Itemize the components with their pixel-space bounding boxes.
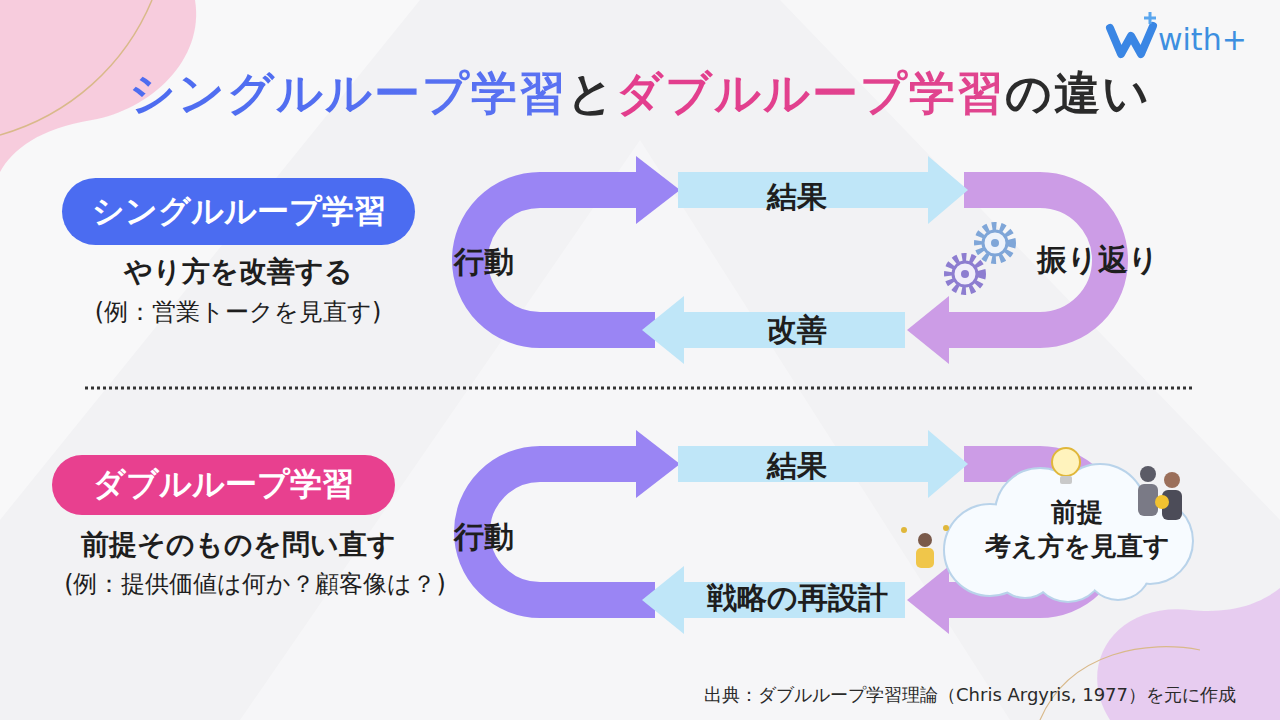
gear-icon (948, 257, 982, 291)
node-text: シングルループ学習 (92, 191, 386, 233)
arrow-head (907, 566, 949, 634)
title: シングルループ学習とダブルループ学習の違い (129, 60, 1151, 126)
single-loop-pill: シングルループ学習 (62, 178, 415, 245)
arrow-head (907, 296, 949, 364)
arrow-head (928, 430, 968, 498)
logo-text: with+ (1158, 19, 1248, 61)
lightbulb-icon (1060, 476, 1072, 484)
description: やり方を改善する (68, 252, 408, 291)
example-note: (例：営業トークを見直す) (48, 296, 428, 330)
person-icon (918, 533, 932, 547)
gear-icon (961, 270, 969, 278)
arrow-head (636, 430, 680, 498)
loop-step: 結果 (737, 176, 857, 218)
double-loop-pill: ダブルループ学習 (52, 455, 395, 515)
idea-dot (943, 525, 949, 531)
loop-step: 振り返り (1023, 239, 1173, 281)
loop-step: 行動 (439, 241, 529, 283)
dotted-divider (85, 387, 1195, 390)
gear-icon (991, 239, 999, 247)
loop-step: 行動 (439, 516, 529, 558)
lightbulb-icon (1052, 448, 1080, 476)
title-wrap: シングルループ学習とダブルループ学習の違い (0, 60, 1280, 126)
arrow-head (642, 296, 684, 364)
gear-icon (983, 231, 1007, 255)
loop-step: 改善 (737, 309, 857, 351)
person-icon (1164, 472, 1180, 488)
description: 前提そのものを問い直す (48, 525, 428, 564)
arrow-head (636, 156, 680, 224)
arrow-head (642, 566, 684, 634)
node-text: ダブルループ学習 (93, 464, 354, 506)
logo-icon (1110, 26, 1153, 54)
person-icon (916, 548, 934, 568)
person-icon (1140, 466, 1156, 482)
loop-step: 戦略の再設計 (667, 577, 927, 619)
logo-icon (1144, 12, 1156, 24)
gear-icon (953, 262, 977, 286)
loop-step: 結果 (737, 445, 857, 487)
example-note: (例：提供価値は何か？顧客像は？) (20, 568, 490, 602)
person-icon (1138, 484, 1158, 516)
source-caption: 出典：ダブルループ学習理論（Chris Argyris, 1977）を元に作成 (560, 682, 1236, 708)
arrow-head (928, 156, 968, 224)
idea-dot (901, 527, 907, 533)
decor-curve (1040, 647, 1200, 720)
gear-icon (978, 226, 1012, 260)
question-icon (1155, 495, 1169, 509)
